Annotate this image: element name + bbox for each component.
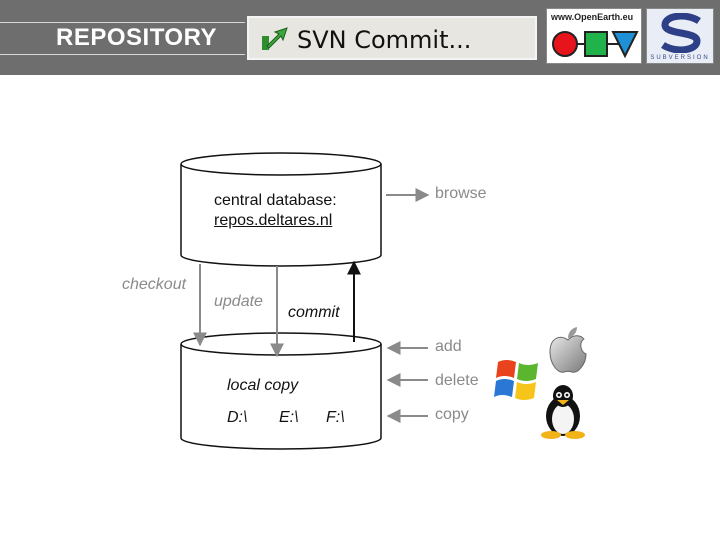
browse-label: browse xyxy=(435,185,487,202)
repository-line2: repos.deltares.nl xyxy=(214,212,333,229)
subversion-label: SUBVERSION xyxy=(650,55,710,61)
openearth-shapes-icon xyxy=(552,31,639,59)
header-bar: REPOSITORY SVN Commit... www.OpenEarth.e… xyxy=(0,0,720,75)
header-line-top xyxy=(0,22,245,23)
linux-penguin-icon xyxy=(541,385,585,439)
local-copy-label: local copy xyxy=(227,377,299,394)
windows-logo-icon xyxy=(494,360,538,400)
page-title: REPOSITORY xyxy=(56,24,218,51)
svn-commit-menu-item[interactable]: SVN Commit... xyxy=(247,16,537,60)
drive-d-label: D:\ xyxy=(227,409,248,426)
update-label: update xyxy=(214,293,263,310)
svn-commit-label: SVN Commit... xyxy=(297,26,472,54)
drive-f-label: F:\ xyxy=(326,409,345,426)
openearth-logo[interactable]: www.OpenEarth.eu xyxy=(546,8,642,64)
checkout-label: checkout xyxy=(122,276,187,293)
drive-e-label: E:\ xyxy=(279,409,299,426)
header-line-bottom xyxy=(0,54,245,55)
copy-label: copy xyxy=(435,406,469,423)
commit-label: commit xyxy=(288,304,340,321)
openearth-url: www.OpenEarth.eu xyxy=(551,12,634,22)
subversion-logo[interactable]: SUBVERSION xyxy=(646,8,714,64)
apple-logo-icon xyxy=(549,327,587,373)
delete-label: delete xyxy=(435,372,479,389)
subversion-s-icon xyxy=(661,13,701,53)
central-database-cylinder xyxy=(180,152,382,267)
svn-commit-arrow-icon xyxy=(262,27,288,50)
add-label: add xyxy=(435,338,462,355)
repository-line1: central database: xyxy=(214,192,337,209)
